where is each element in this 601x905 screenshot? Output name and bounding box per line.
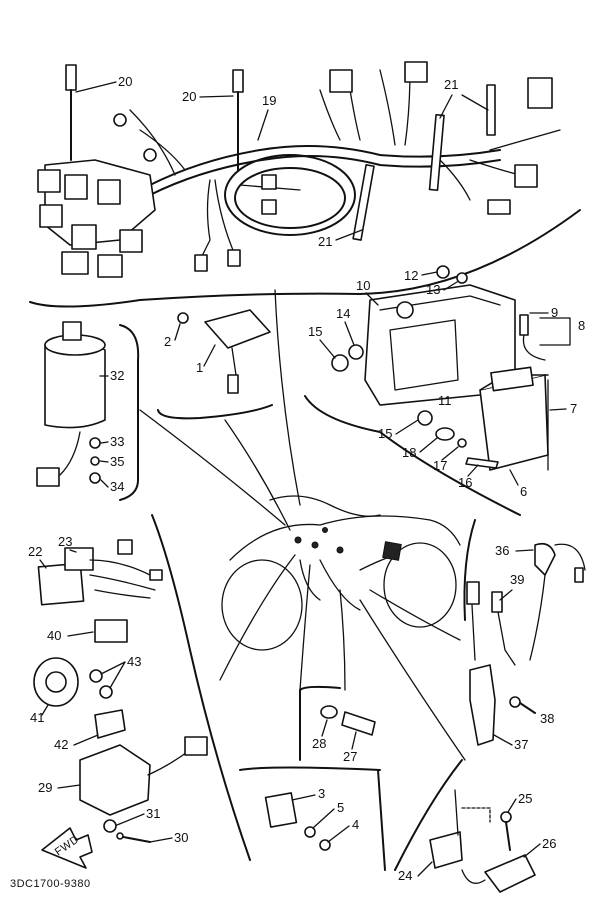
callout-40: 40	[47, 628, 61, 643]
callout-11: 11	[438, 393, 452, 408]
callout-31: 31	[146, 806, 160, 821]
callout-27: 27	[343, 749, 357, 764]
regulator-part-1	[177, 309, 271, 394]
callout-15b: 15	[378, 426, 392, 441]
callout-17: 17	[433, 458, 447, 473]
left-components	[33, 539, 208, 843]
callout-20a: 20	[118, 74, 132, 89]
callout-19: 19	[262, 93, 276, 108]
leader-lines	[139, 289, 466, 761]
motorcycle-silhouette	[221, 495, 461, 651]
main-switch-part-32	[36, 321, 106, 487]
callout-37: 37	[514, 737, 528, 752]
callout-21b: 21	[318, 234, 332, 249]
callout-28: 28	[312, 736, 326, 751]
callout-12: 12	[404, 268, 418, 283]
right-components	[429, 542, 586, 893]
fwd-arrow: FWD	[41, 827, 93, 869]
callout-7: 7	[570, 401, 577, 416]
callout-10: 10	[356, 278, 370, 293]
callout-43: 43	[127, 654, 141, 669]
callout-13: 13	[426, 282, 440, 297]
battery-part-6	[465, 314, 549, 471]
battery-box	[331, 265, 516, 448]
callout-5: 5	[337, 800, 344, 815]
callout-labels: 20 20 19 21 21 12 13 10 14 15 9 8 11 7 1…	[28, 74, 585, 883]
section-dividers	[29, 209, 581, 871]
callout-25: 25	[518, 791, 532, 806]
callout-29: 29	[38, 780, 52, 795]
callout-30: 30	[174, 830, 188, 845]
wire-harness	[37, 61, 561, 278]
callout-24: 24	[398, 868, 412, 883]
callout-32: 32	[110, 368, 124, 383]
callout-4: 4	[352, 817, 359, 832]
callout-26: 26	[542, 836, 556, 851]
callout-35: 35	[110, 454, 124, 469]
callout-18: 18	[402, 445, 416, 460]
bottom-center-components	[264, 705, 376, 851]
callout-21a: 21	[444, 77, 458, 92]
callout-41: 41	[30, 710, 44, 725]
callout-39: 39	[510, 572, 524, 587]
callout-3: 3	[318, 786, 325, 801]
callout-1: 1	[196, 360, 203, 375]
callout-42: 42	[54, 737, 68, 752]
callout-15a: 15	[308, 324, 322, 339]
callout-9: 9	[551, 305, 558, 320]
callout-16: 16	[458, 475, 472, 490]
callout-34: 34	[110, 479, 124, 494]
callout-23: 23	[58, 534, 72, 549]
callout-38: 38	[540, 711, 554, 726]
callout-36: 36	[495, 543, 509, 558]
diagram-code: 3DC1700-9380	[10, 878, 91, 890]
callout-33: 33	[110, 434, 124, 449]
callout-6: 6	[520, 484, 527, 499]
callout-20b: 20	[182, 89, 196, 104]
callout-8: 8	[578, 318, 585, 333]
callout-2: 2	[164, 334, 171, 349]
callout-22: 22	[28, 544, 42, 559]
callout-14: 14	[336, 306, 350, 321]
